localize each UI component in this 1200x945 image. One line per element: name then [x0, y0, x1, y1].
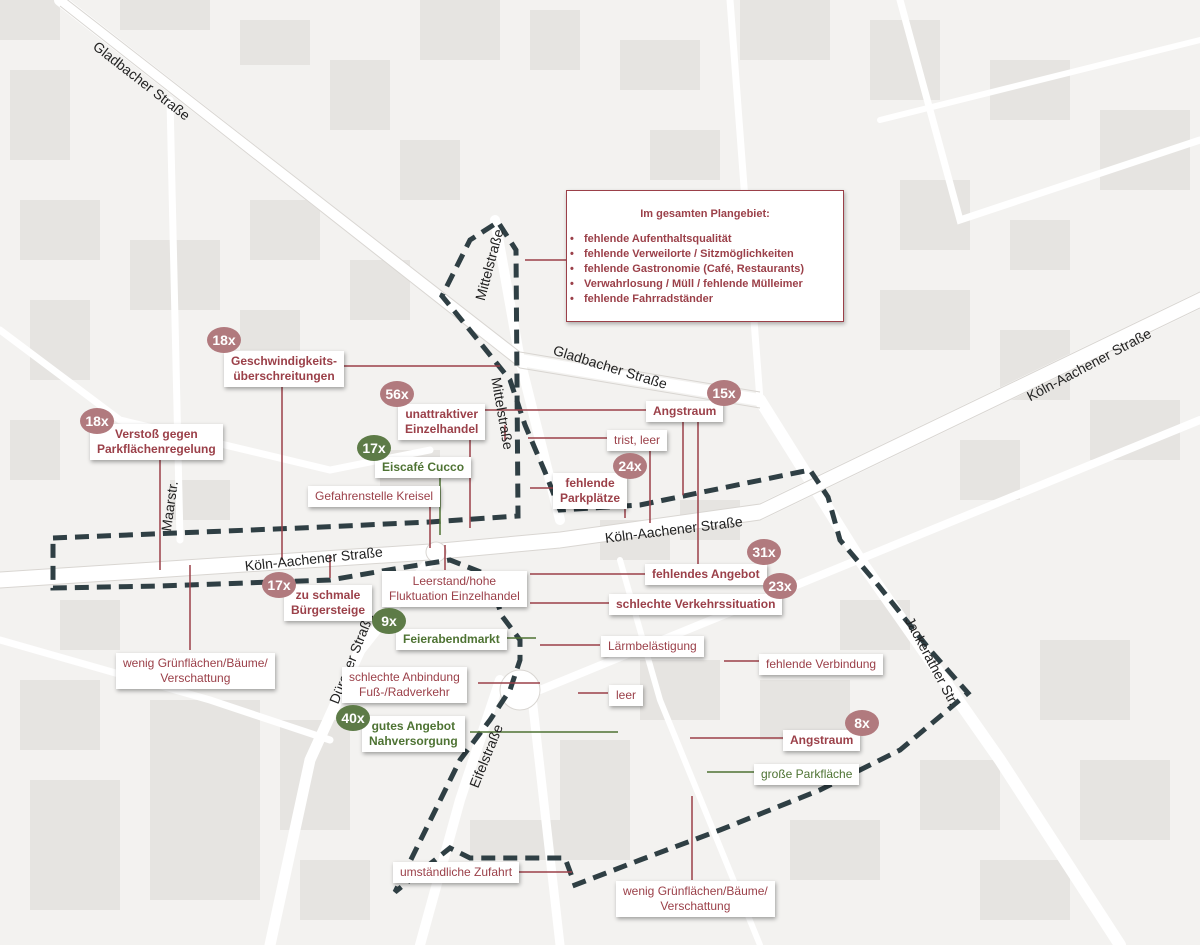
label-nahversorgung: gutes Angebot Nahversorgung [362, 716, 465, 752]
general-findings-box: Im gesamten Plangebiet: fehlende Aufenth… [566, 190, 844, 322]
label-angebot: fehlendes Angebot [645, 564, 767, 585]
general-finding-item: fehlende Verweilorte / Sitzmöglichkeiten [570, 247, 843, 262]
count-badge-buergersteige: 17x [262, 572, 296, 598]
label-gruen-bottom: wenig Grünflächen/Bäume/ Verschattung [616, 881, 775, 917]
label-verbindung: fehlende Verbindung [759, 654, 884, 675]
count-badge-angstraum-top: 15x [707, 380, 741, 406]
general-findings-list: fehlende Aufenthaltsqualität fehlende Ve… [567, 232, 843, 307]
label-trist: trist, leer [607, 430, 668, 451]
roundabout-south [499, 669, 541, 711]
label-zufahrt: umständliche Zufahrt [393, 862, 520, 883]
road-edges [0, 0, 1200, 589]
label-angstraum-top: Angstraum [646, 401, 724, 422]
label-verstoss: Verstoß gegen Parkflächenregelung [90, 424, 223, 460]
label-parkplaetze: fehlende Parkplätze [553, 473, 628, 509]
general-finding-item: fehlende Aufenthaltsqualität [570, 232, 843, 247]
label-angstraum-bottom: Angstraum [783, 730, 861, 751]
count-badge-angstraum-bottom: 8x [845, 710, 879, 736]
count-badge-verstoss: 18x [80, 408, 114, 434]
label-leerstand: Leerstand/hohe Fluktuation Einzelhandel [382, 571, 527, 607]
count-badge-parkplaetze: 24x [613, 453, 647, 479]
general-findings-title: Im gesamten Plangebiet: [640, 208, 770, 220]
label-gefahrenstelle: Gefahrenstelle Kreisel [308, 486, 441, 507]
general-finding-item: fehlende Fahrradständer [570, 292, 843, 307]
label-eiscafe: Eiscafé Cucco [375, 457, 472, 478]
general-finding-item: fehlende Gastronomie (Café, Restaurants) [570, 262, 843, 277]
label-laerm: Lärmbelästigung [601, 636, 704, 657]
label-gruen-left: wenig Grünflächen/Bäume/ Verschattung [116, 653, 275, 689]
label-anbindung: schlechte Anbindung Fuß-/Radverkehr [342, 667, 467, 703]
label-buergersteige: zu schmale Bürgersteige [284, 585, 373, 621]
leader-lines-negative [159, 259, 785, 880]
label-leer: leer [609, 685, 644, 706]
count-badge-eiscafe: 17x [357, 435, 391, 461]
count-badge-einzelhandel: 56x [380, 381, 414, 407]
count-badge-angebot: 31x [747, 539, 781, 565]
count-badge-verkehr: 23x [763, 573, 797, 599]
label-einzelhandel: unattraktiver Einzelhandel [398, 404, 486, 440]
label-geschwindigkeit: Geschwindigkeits- überschreitungen [224, 351, 345, 387]
label-verkehr: schlechte Verkehrssituation [609, 594, 783, 615]
count-badge-nahversorgung: 40x [336, 705, 370, 731]
count-badge-geschwindigkeit: 18x [207, 327, 241, 353]
general-finding-item: Verwahrlosung / Müll / fehlende Mülleime… [570, 277, 843, 292]
plan-boundary [50, 218, 972, 894]
label-feierabend: Feierabendmarkt [396, 629, 507, 650]
count-badge-feierabend: 9x [372, 608, 406, 634]
label-parkflaeche: große Parkfläche [754, 764, 860, 785]
roundabout-center [425, 541, 447, 563]
